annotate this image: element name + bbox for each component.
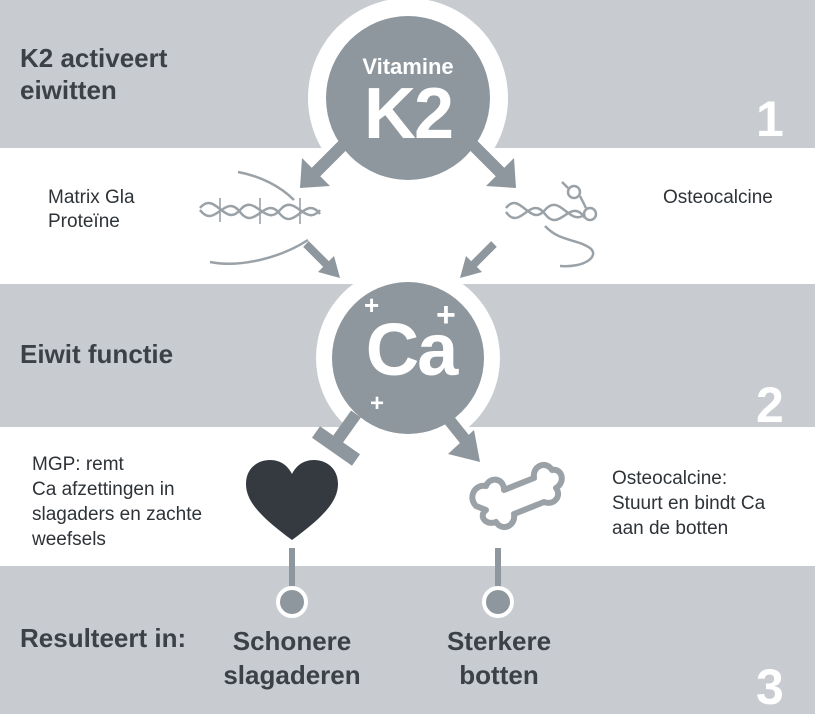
function-left-line3: slagaders en zachte (32, 504, 203, 525)
result-left-line1: Schonere (232, 626, 352, 656)
bone-icon (469, 461, 565, 531)
section-1-title-line1: K2 activeert (20, 43, 168, 73)
function-left-line4: weefsels (32, 529, 106, 550)
protein-right-label: Osteocalcine (663, 187, 773, 208)
step-number-3: 3 (756, 659, 784, 715)
plus-sign-1: + (364, 290, 380, 320)
connector-left (276, 548, 308, 618)
result-right-line1: Sterkere (446, 626, 552, 656)
k2-circle (326, 16, 490, 180)
arrow-to-bone (441, 412, 480, 462)
section-1-title: K2 activeert eiwitten (20, 42, 167, 106)
function-right-text: Osteocalcine: Stuurt en bindt Ca aan de … (612, 466, 765, 541)
function-left-line2: Ca afzettingen in (32, 479, 175, 500)
connector-right (482, 548, 514, 618)
inhibit-line (311, 410, 361, 466)
plus-sign-2: + (436, 296, 456, 334)
ca-circle (332, 282, 484, 434)
step-number-1: 1 (756, 91, 784, 147)
function-right-line1: Osteocalcine: (612, 468, 728, 489)
step-number-2: 2 (756, 377, 784, 433)
protein-helix-icon (504, 181, 598, 268)
function-left-text: MGP: remt Ca afzettingen in slagaders en… (32, 452, 202, 552)
arrow-to-ca-left (303, 241, 340, 278)
dna-helix-icon (199, 170, 321, 265)
section-3-title: Resulteert in: (20, 623, 187, 653)
heart-icon (246, 460, 338, 540)
arrow-k2-right (465, 137, 516, 188)
vitamin-k2-label: K2 (363, 74, 454, 154)
calcium-symbol: Ca (365, 308, 459, 391)
arrow-k2-left (300, 137, 351, 188)
result-right: Sterkere botten (424, 624, 574, 692)
vitamin-label: Vitamine (362, 54, 454, 79)
protein-left-line2: Proteïne (48, 211, 120, 232)
result-left: Schonere slagaderen (212, 624, 372, 692)
protein-left-label: Matrix Gla Proteïne (48, 186, 135, 234)
plus-sign-3: + (370, 390, 385, 417)
band-section-3 (0, 566, 815, 714)
section-1-title-line2: eiwitten (20, 75, 117, 105)
function-right-line2: Stuurt en bindt Ca (612, 493, 766, 514)
section-2-title: Eiwit functie (20, 339, 174, 369)
protein-left-line1: Matrix Gla (48, 187, 135, 208)
result-left-line2: slagaderen (223, 660, 361, 690)
function-right-line3: aan de botten (612, 518, 729, 539)
result-right-line2: botten (459, 660, 539, 690)
function-left-line1: MGP: remt (32, 454, 124, 475)
arrow-to-ca-right (460, 241, 497, 278)
